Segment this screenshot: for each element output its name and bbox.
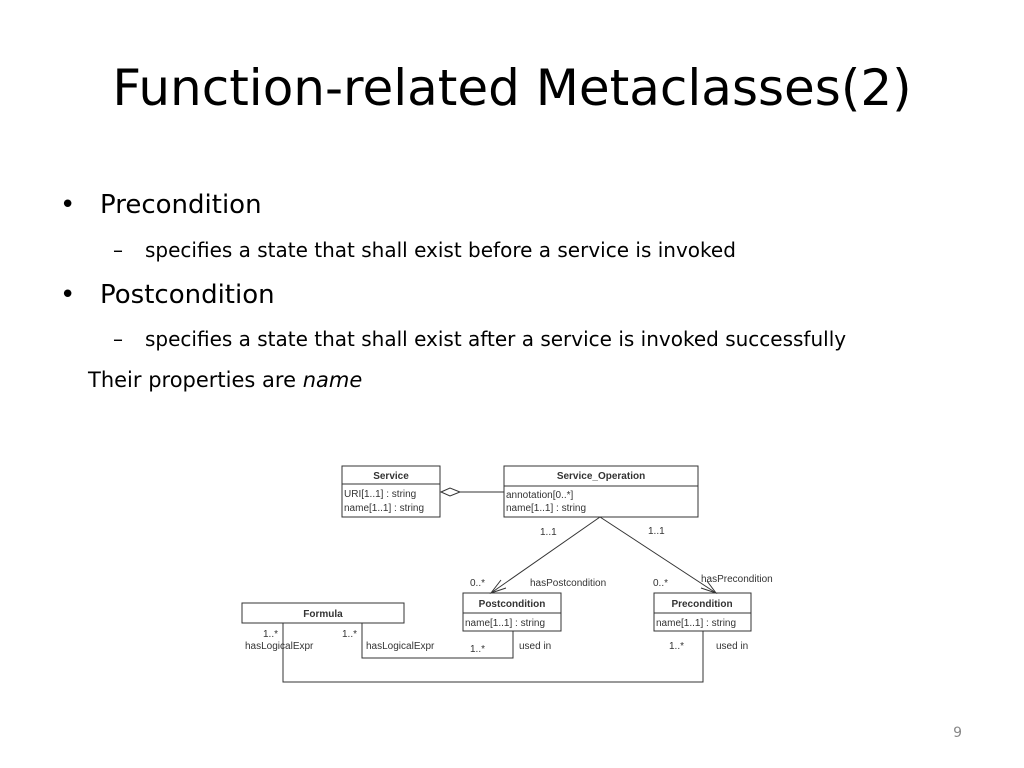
has-logical-expr-left-label: hasLogicalExpr <box>245 641 314 652</box>
precondition-class-box <box>653 592 752 632</box>
service-operation-class-name: Service_Operation <box>557 471 645 482</box>
postcondition-class-box <box>462 592 562 632</box>
pre-used-in-label: used in <box>716 641 748 652</box>
service-class-name: Service <box>373 471 409 482</box>
bullet-marker: • <box>60 190 76 220</box>
formula-left-multiplicity: 1..* <box>263 629 278 640</box>
pre-multiplicity: 0..* <box>653 578 668 589</box>
formula-postcondition-line <box>361 623 514 659</box>
bullet-marker: • <box>60 280 76 310</box>
sub-text: specifies a state that shall exist befor… <box>145 238 736 262</box>
service-operation-attr-annotation: annotation[0..*] <box>506 490 573 501</box>
postcondition-attr-name: name[1..1] : string <box>465 618 545 629</box>
has-precondition-label: hasPrecondition <box>701 574 773 585</box>
properties-note: Their properties are name <box>88 368 362 392</box>
formula-precondition-line <box>282 623 704 683</box>
post-multiplicity: 0..* <box>470 578 485 589</box>
has-precondition-line <box>599 516 717 594</box>
note-emphasis: name <box>302 368 363 392</box>
has-precondition-arrowhead <box>700 580 718 594</box>
has-logical-expr-right-label: hasLogicalExpr <box>366 641 435 652</box>
bullet-postcondition: • Postcondition <box>60 280 275 310</box>
service-attr-uri: URI[1..1] : string <box>344 489 416 500</box>
bullet-label: Postcondition <box>100 280 275 310</box>
bullet-label: Precondition <box>100 190 262 220</box>
sub-precondition: – specifies a state that shall exist bef… <box>113 238 736 262</box>
has-postcondition-line <box>490 516 601 594</box>
service-operation-attr-name: name[1..1] : string <box>506 503 586 514</box>
service-attr-name: name[1..1] : string <box>344 503 424 514</box>
post-used-in-label: used in <box>519 641 551 652</box>
sub-text: specifies a state that shall exist after… <box>145 327 847 351</box>
formula-right-multiplicity: 1..* <box>342 629 357 640</box>
note-prefix: Their properties are <box>88 368 303 392</box>
formula-class-name: Formula <box>303 609 343 620</box>
postcondition-class-name: Postcondition <box>479 599 546 610</box>
has-postcondition-arrowhead <box>489 579 507 594</box>
page-number: 9 <box>953 725 962 741</box>
slide-title: Function-related Metaclasses(2) <box>112 59 912 117</box>
precondition-class-name: Precondition <box>671 599 732 610</box>
has-postcondition-label: hasPostcondition <box>530 578 606 589</box>
op-post-multiplicity: 1..1 <box>540 527 557 538</box>
precondition-attr-name: name[1..1] : string <box>656 618 736 629</box>
pre-used-in-multiplicity: 1..* <box>669 641 684 652</box>
post-used-in-multiplicity: 1..* <box>470 644 485 655</box>
aggregation-diamond <box>439 487 462 497</box>
dash-marker: – <box>113 327 123 351</box>
bullet-precondition: • Precondition <box>60 190 262 220</box>
formula-class-box <box>241 602 405 624</box>
op-pre-multiplicity: 1..1 <box>648 526 665 537</box>
sub-postcondition: – specifies a state that shall exist aft… <box>113 327 846 351</box>
service-class-box <box>341 465 441 518</box>
dash-marker: – <box>113 238 123 262</box>
